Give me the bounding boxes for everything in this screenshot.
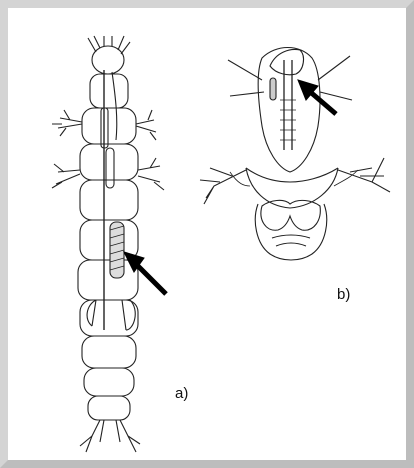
highlighted-organ-a [110,222,124,278]
panel-b-label: b) [337,286,350,303]
panel-a-label: a) [175,385,188,402]
larva-b-detail [200,48,390,261]
larva-a [52,36,164,452]
arrow-b [298,80,336,114]
arrow-a [124,252,166,294]
